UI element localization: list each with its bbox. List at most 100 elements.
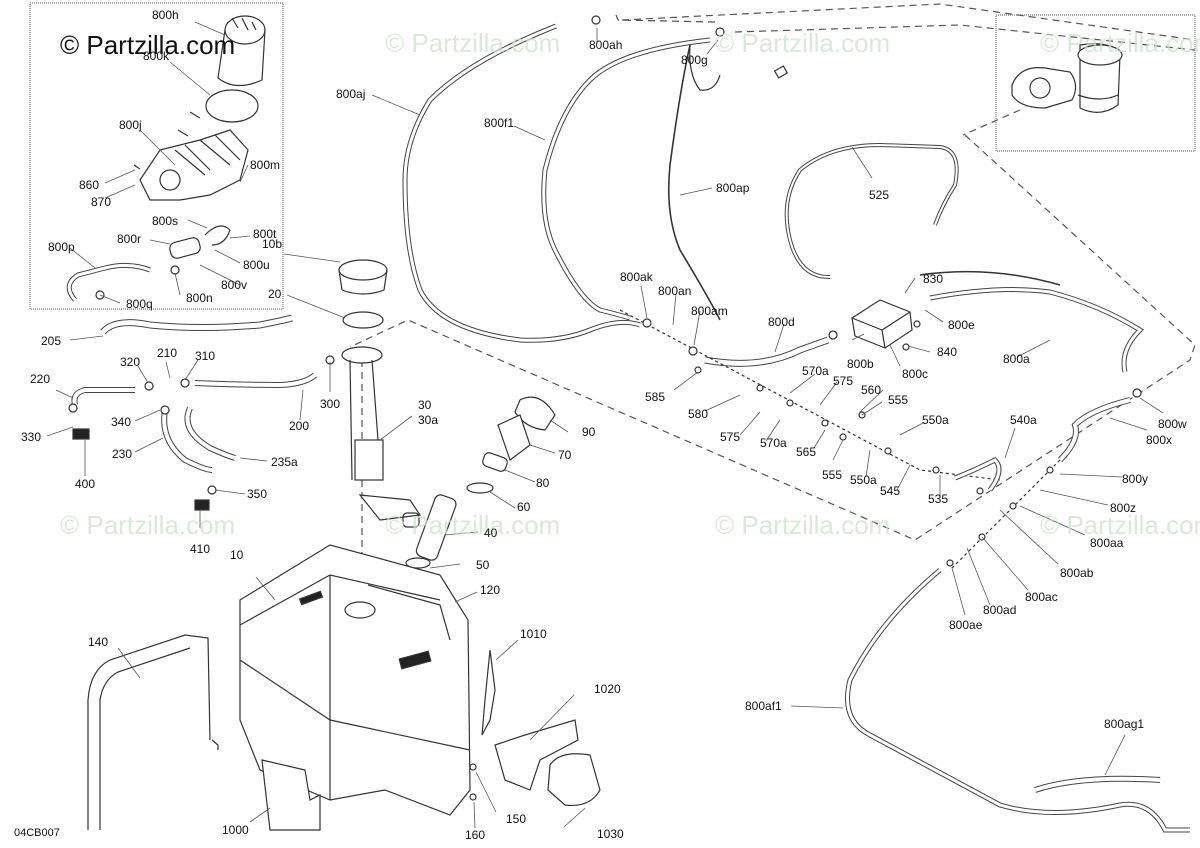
label-800q[interactable]: 800q [126, 297, 153, 311]
label-580[interactable]: 580 [688, 407, 708, 421]
label-800f1[interactable]: 800f1 [484, 116, 514, 130]
label-300[interactable]: 300 [320, 397, 340, 411]
label-800ae[interactable]: 800ae [949, 618, 983, 632]
label-860[interactable]: 860 [79, 178, 99, 192]
label-1030[interactable]: 1030 [597, 827, 624, 841]
label-800d[interactable]: 800d [768, 315, 795, 329]
label-1000[interactable]: 1000 [222, 823, 249, 837]
label-150[interactable]: 150 [506, 812, 526, 826]
label-800aj[interactable]: 800aj [336, 87, 365, 101]
hose-230 [161, 409, 213, 473]
label-210[interactable]: 210 [157, 346, 177, 360]
hose-525 [784, 142, 959, 280]
label-550a[interactable]: 550a [922, 413, 949, 427]
label-800ad[interactable]: 800ad [983, 603, 1016, 617]
label-50[interactable]: 50 [476, 558, 490, 572]
label-30[interactable]: 30 [418, 398, 432, 412]
label-800aa[interactable]: 800aa [1090, 536, 1124, 550]
label-525[interactable]: 525 [869, 188, 889, 202]
label-10b[interactable]: 10b [262, 237, 282, 251]
label-840[interactable]: 840 [937, 345, 957, 359]
label-800k[interactable]: 800k [143, 49, 170, 63]
label-1010[interactable]: 1010 [520, 627, 547, 641]
label-235a[interactable]: 235a [271, 455, 298, 469]
label-800u[interactable]: 800u [243, 258, 270, 272]
label-585[interactable]: 585 [645, 390, 665, 404]
label-350[interactable]: 350 [247, 487, 267, 501]
label-800am[interactable]: 800am [691, 304, 728, 318]
label-60[interactable]: 60 [517, 500, 531, 514]
label-800c[interactable]: 800c [902, 367, 928, 381]
part-pump-bracket [133, 111, 249, 201]
label-40[interactable]: 40 [484, 526, 498, 540]
label-800h[interactable]: 800h [152, 8, 179, 22]
label-80[interactable]: 80 [536, 476, 550, 490]
label-330[interactable]: 330 [21, 430, 41, 444]
label-570a[interactable]: 570a [802, 364, 829, 378]
label-870[interactable]: 870 [91, 195, 111, 209]
label-120[interactable]: 120 [480, 583, 500, 597]
label-30a[interactable]: 30a [418, 413, 438, 427]
label-800t[interactable]: 800t [253, 227, 277, 241]
label-800r[interactable]: 800r [117, 232, 141, 246]
label-535[interactable]: 535 [928, 492, 948, 506]
label-800ag1[interactable]: 800ag1 [1104, 717, 1144, 731]
label-220[interactable]: 220 [30, 372, 50, 386]
hose-800af1 [845, 568, 1190, 833]
label-800x[interactable]: 800x [1146, 433, 1172, 447]
label-800w[interactable]: 800w [1158, 417, 1187, 431]
label-560[interactable]: 560 [861, 383, 881, 397]
label-545[interactable]: 545 [880, 484, 900, 498]
label-340[interactable]: 340 [111, 415, 131, 429]
part-clamp-50 [405, 557, 431, 569]
label-800n[interactable]: 800n [186, 291, 213, 305]
label-830[interactable]: 830 [923, 272, 943, 286]
label-800p[interactable]: 800p [48, 240, 75, 254]
hose-800d [704, 336, 830, 367]
label-800y[interactable]: 800y [1122, 472, 1148, 486]
label-800j[interactable]: 800j [119, 118, 142, 132]
label-555[interactable]: 555 [888, 393, 908, 407]
label-800ah[interactable]: 800ah [589, 38, 622, 52]
label-800s[interactable]: 800s [152, 214, 178, 228]
label-800ak[interactable]: 800ak [620, 270, 654, 284]
label-800an[interactable]: 800an [658, 284, 691, 298]
part-canister [217, 15, 266, 87]
part-shield-1010 [481, 649, 496, 736]
label-410[interactable]: 410 [190, 542, 210, 556]
label-550a[interactable]: 550a [850, 473, 877, 487]
label-20[interactable]: 20 [268, 287, 282, 301]
label-140[interactable]: 140 [88, 635, 108, 649]
label-800v[interactable]: 800v [221, 278, 247, 292]
label-575[interactable]: 575 [720, 430, 740, 444]
label-540a[interactable]: 540a [1010, 413, 1037, 427]
label-575[interactable]: 575 [833, 374, 853, 388]
label-800a[interactable]: 800a [1003, 352, 1030, 366]
hose-800a [919, 270, 1144, 373]
label-400[interactable]: 400 [75, 477, 95, 491]
label-800ap[interactable]: 800ap [716, 181, 750, 195]
label-10[interactable]: 10 [230, 548, 244, 562]
label-230[interactable]: 230 [112, 447, 132, 461]
label-565[interactable]: 565 [796, 445, 816, 459]
label-800m[interactable]: 800m [250, 158, 280, 172]
label-70[interactable]: 70 [558, 448, 572, 462]
label-800e[interactable]: 800e [948, 318, 975, 332]
label-800g[interactable]: 800g [681, 53, 708, 67]
label-310[interactable]: 310 [195, 349, 215, 363]
label-555[interactable]: 555 [822, 468, 842, 482]
label-800z[interactable]: 800z [1110, 501, 1136, 515]
label-800ac[interactable]: 800ac [1025, 590, 1058, 604]
label-160[interactable]: 160 [465, 828, 485, 842]
label-800b[interactable]: 800b [847, 357, 874, 371]
label-800af1[interactable]: 800af1 [745, 699, 782, 713]
label-570a[interactable]: 570a [760, 436, 787, 450]
label-90[interactable]: 90 [582, 425, 596, 439]
label-205[interactable]: 205 [41, 334, 61, 348]
label-800ab[interactable]: 800ab [1060, 566, 1094, 580]
watermark: © Partzilla.com [385, 510, 560, 540]
label-320[interactable]: 320 [120, 355, 140, 369]
watermarks: © Partzilla.com © Partzilla.com © Partzi… [60, 28, 1200, 540]
label-200[interactable]: 200 [289, 419, 309, 433]
label-1020[interactable]: 1020 [594, 682, 621, 696]
